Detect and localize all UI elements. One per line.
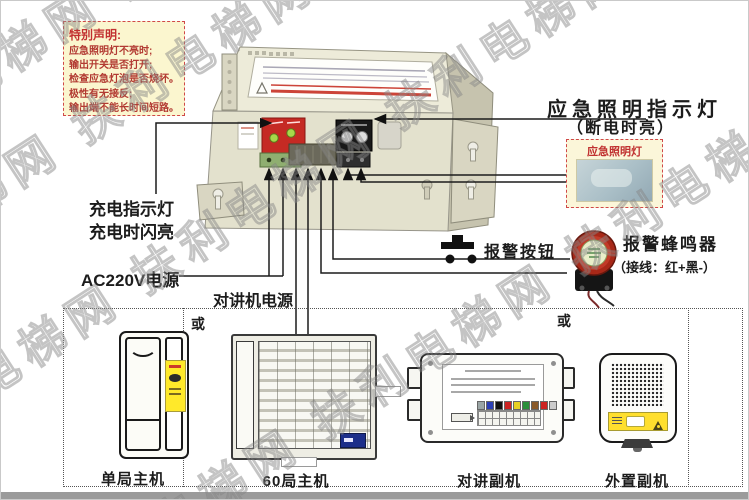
panel-mini-tag — [281, 457, 317, 467]
intercom-power-label: 对讲机电源 — [213, 293, 294, 310]
charge-led — [269, 133, 279, 143]
alarm-bell-icon — [653, 416, 663, 430]
or-label-2: 或 — [557, 313, 571, 329]
panel-mini-callout — [375, 386, 401, 397]
single-host-label: 单局主机 — [100, 471, 165, 488]
yellow-label-strip — [608, 412, 668, 431]
notice-line: 应急照明灯不亮时; — [69, 46, 153, 57]
notice-line: 输出端不能长时间短路。 — [69, 102, 179, 114]
wire-color-row — [477, 401, 558, 410]
output-switch — [377, 121, 402, 150]
wire-lamp-1 — [342, 167, 566, 181]
notice-title: 特别声明: — [69, 28, 121, 42]
sixty-host-label: 60局主机 — [262, 473, 330, 490]
emergency-indicator-note: （断电时亮） — [567, 120, 676, 137]
emergency-terminal-strip — [336, 152, 371, 168]
right-mount-plate — [450, 118, 499, 224]
alarm-buzzer-label: 报警蜂鸣器 — [623, 235, 718, 254]
panel-control-module — [340, 433, 366, 448]
speaker-grille — [611, 363, 664, 406]
bottom-bar — [1, 492, 748, 499]
special-notice-box: 特别声明: 应急照明灯不亮时; 输出开关是否打开; 检查应急灯泡是否烧坏。 极性… — [63, 21, 185, 116]
intercom-slave-label: 对讲副机 — [456, 473, 521, 490]
external-slave-device — [599, 353, 677, 452]
single-station-host-device — [119, 331, 189, 459]
notice-line: 输出开关是否打开; — [69, 60, 153, 72]
alarm-button-icon — [441, 235, 477, 264]
terminal-table — [477, 410, 541, 426]
connector-symbol — [451, 413, 475, 422]
ac-power-label: AC220V电源 — [81, 271, 180, 290]
option-divider-2 — [688, 308, 689, 487]
charge-indicator-label: 充电指示灯 — [89, 200, 174, 219]
spec-label-sticker — [247, 56, 439, 102]
alarm-buzzer-icon — [571, 230, 617, 309]
emergency-lamp-label: 应急照明灯 — [587, 146, 642, 158]
wire-lamp-2 — [355, 167, 566, 183]
notice-line: 检查应急灯泡是否烧坏。 — [69, 74, 179, 86]
panel-side-column — [236, 341, 254, 449]
intercom-slave-device — [407, 353, 575, 443]
wire-charge-indicator — [155, 117, 273, 194]
wires — [155, 113, 646, 334]
power-supply-unit — [196, 46, 499, 232]
warning-triangle-icon — [256, 81, 268, 94]
wire-alarm-low — [315, 167, 567, 274]
charge-blink-label: 充电时闪亮 — [89, 223, 174, 242]
device-options-container — [63, 308, 743, 487]
external-slave-label: 外置副机 — [604, 473, 669, 490]
yellow-warning-sticker — [165, 360, 186, 412]
emergency-lamp-box: 应急照明灯 — [566, 139, 663, 208]
sixty-station-host-device — [231, 334, 401, 467]
alarm-buzzer-wiring-label: （接线：红+黑-） — [613, 260, 716, 275]
front-small-sticker — [237, 121, 259, 150]
notice-line: 极性有无接反; — [69, 88, 133, 100]
emergency-lamp-photo — [576, 159, 653, 202]
slave-wiring-label — [442, 364, 557, 430]
slave-box-body — [420, 353, 564, 443]
emergency-indicator-label: 应急照明指示灯 — [547, 99, 722, 121]
alarm-button-label: 报警按钮 — [484, 244, 557, 261]
call-button-grid — [258, 341, 371, 449]
or-label-1: 或 — [191, 316, 205, 332]
wire-alarm-high — [327, 167, 570, 260]
mount-bracket — [621, 439, 653, 448]
